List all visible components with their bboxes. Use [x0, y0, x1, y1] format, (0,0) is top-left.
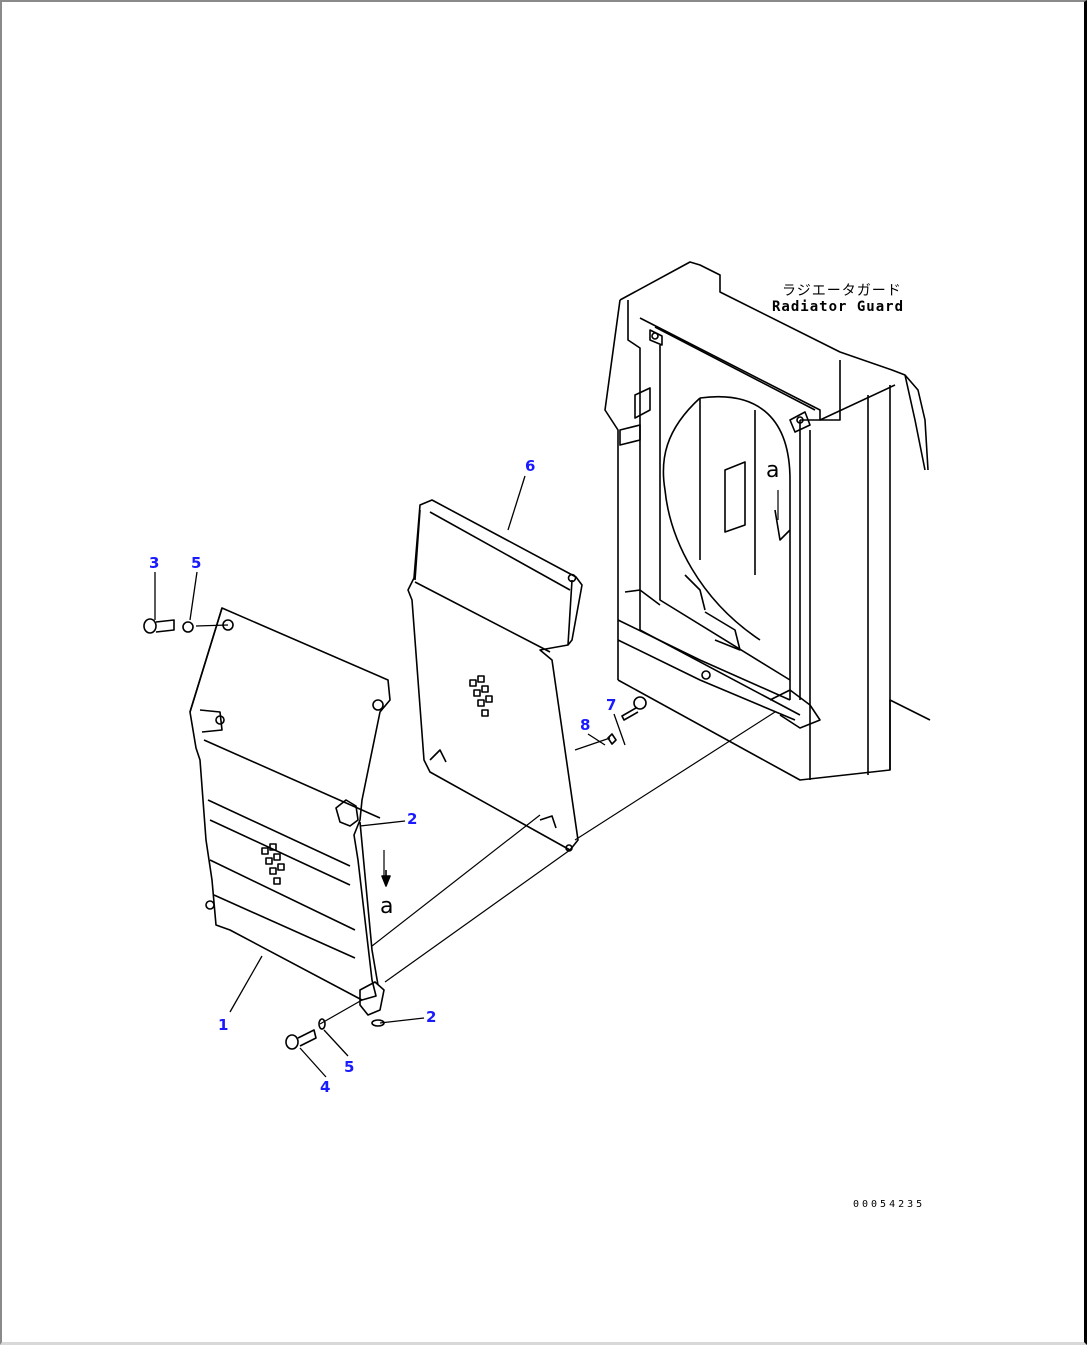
title-english: Radiator Guard	[772, 299, 905, 315]
callout-5-lower[interactable]: 5	[344, 1058, 355, 1076]
drawing-number: 00054235	[853, 1199, 926, 1210]
washer-8	[607, 733, 617, 745]
bolt-3	[143, 618, 175, 634]
callout-4[interactable]: 4	[320, 1078, 331, 1096]
latch-upper	[335, 799, 379, 986]
callout-3[interactable]: 3	[149, 554, 160, 572]
callout-7[interactable]: 7	[606, 696, 617, 714]
inner-cover-panel	[407, 499, 583, 852]
bolt-4	[285, 1029, 317, 1050]
front-cover-panel	[189, 607, 391, 1001]
vent-grille-front	[261, 843, 285, 885]
vent-grille-inner	[469, 675, 493, 717]
title-japanese: ラジエータガード	[782, 283, 902, 299]
washer-5-lower	[318, 1018, 326, 1030]
callout-8[interactable]: 8	[580, 716, 591, 734]
leader-lines	[154, 475, 626, 1078]
radiator-guard-frame	[604, 261, 931, 781]
callout-2-lower[interactable]: 2	[426, 1008, 437, 1026]
bolt-7	[621, 696, 647, 721]
view-mark-a-left: a	[380, 894, 394, 919]
assembly-lines	[195, 490, 779, 1025]
callout-1[interactable]: 1	[218, 1016, 229, 1034]
view-mark-a-right: a	[766, 458, 780, 483]
callout-5-upper[interactable]: 5	[191, 554, 202, 572]
washer-5-upper	[182, 621, 194, 633]
callout-6[interactable]: 6	[525, 457, 536, 475]
latch-lower	[359, 981, 385, 1027]
callout-2-upper[interactable]: 2	[407, 810, 418, 828]
arrow-a-left	[381, 870, 391, 887]
